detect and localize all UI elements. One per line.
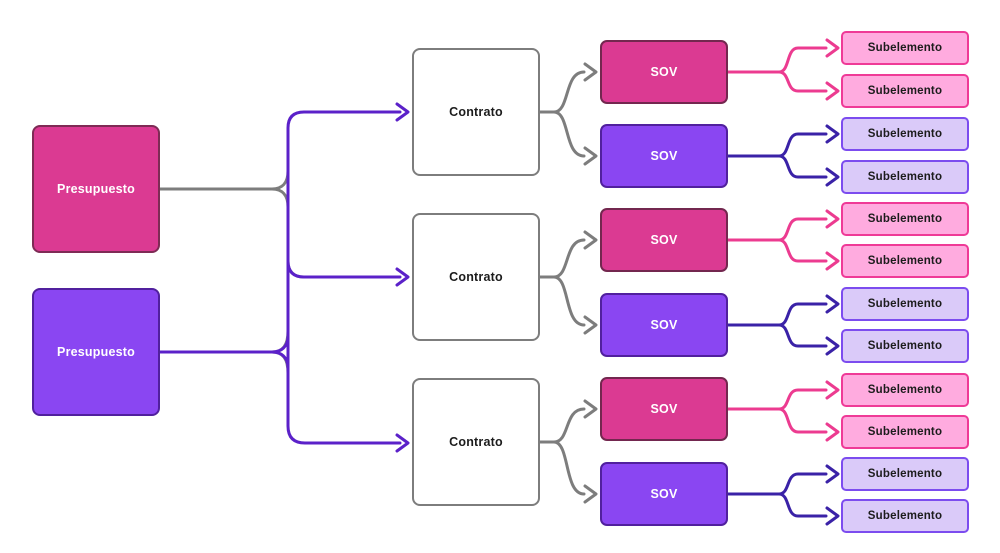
node-sov-1[interactable]: SOV (600, 40, 728, 104)
edges-violet (158, 102, 410, 453)
arrowhead-sub5 (825, 209, 840, 229)
arrowhead-sov6 (583, 484, 598, 504)
edge-contrato1-fork (538, 70, 586, 158)
node-presupuesto-2-label: Presupuesto (57, 345, 135, 359)
arrowhead-sub6 (825, 251, 840, 271)
node-subelemento-1-label: Subelemento (867, 42, 943, 54)
edge-sov6-fork (726, 472, 828, 518)
edge-contrato2-fork (538, 238, 586, 327)
node-subelemento-4[interactable]: Subelemento (841, 160, 969, 194)
node-contrato-2[interactable]: Contrato (412, 213, 540, 341)
node-subelemento-12[interactable]: Subelemento (841, 499, 969, 533)
node-sov-3[interactable]: SOV (600, 208, 728, 272)
arrowhead-sov1 (583, 62, 598, 82)
node-subelemento-11-label: Subelemento (867, 468, 943, 480)
node-subelemento-2[interactable]: Subelemento (841, 74, 969, 108)
node-subelemento-8-label: Subelemento (867, 340, 943, 352)
node-presupuesto-2[interactable]: Presupuesto (32, 288, 160, 416)
arrowhead-sub9 (825, 380, 840, 400)
node-sov-2-label: SOV (650, 149, 678, 163)
node-sov-6[interactable]: SOV (600, 462, 728, 526)
arrowhead-sub11 (825, 464, 840, 484)
node-contrato-1-label: Contrato (449, 105, 503, 119)
edge-sov3-fork (726, 217, 828, 263)
node-contrato-3[interactable]: Contrato (412, 378, 540, 506)
node-contrato-2-label: Contrato (449, 270, 503, 284)
node-subelemento-12-label: Subelemento (867, 510, 943, 522)
arrowhead-contrato3 (395, 433, 410, 453)
node-subelemento-2-label: Subelemento (867, 85, 943, 97)
edge-sov4-fork (726, 302, 828, 348)
edge-bundle-middle-branch (286, 259, 402, 279)
node-subelemento-3[interactable]: Subelemento (841, 117, 969, 151)
arrowhead-sov3 (583, 230, 598, 250)
arrowhead-sub8 (825, 336, 840, 356)
node-subelemento-9-label: Subelemento (867, 384, 943, 396)
arrowhead-sub12 (825, 506, 840, 526)
node-presupuesto-1-label: Presupuesto (57, 182, 135, 196)
edge-sov2-fork (726, 132, 828, 179)
node-sov-2[interactable]: SOV (600, 124, 728, 188)
node-contrato-3-label: Contrato (449, 435, 503, 449)
edge-sov1-fork (726, 46, 828, 93)
node-subelemento-10[interactable]: Subelemento (841, 415, 969, 449)
node-sov-1-label: SOV (650, 65, 678, 79)
node-sov-4[interactable]: SOV (600, 293, 728, 357)
node-subelemento-6-label: Subelemento (867, 255, 943, 267)
node-subelemento-11[interactable]: Subelemento (841, 457, 969, 491)
node-subelemento-4-label: Subelemento (867, 171, 943, 183)
node-subelemento-9[interactable]: Subelemento (841, 373, 969, 407)
arrowhead-contrato2 (395, 267, 410, 287)
node-subelemento-7-label: Subelemento (867, 298, 943, 310)
node-sov-5-label: SOV (650, 402, 678, 416)
edge-sov5-fork (726, 388, 828, 434)
node-presupuesto-1[interactable]: Presupuesto (32, 125, 160, 253)
node-subelemento-5-label: Subelemento (867, 213, 943, 225)
edge-bundle-vertical (286, 110, 402, 445)
edge-merge1-curl-up (270, 169, 290, 191)
arrowhead-sub3 (825, 124, 840, 144)
node-subelemento-8[interactable]: Subelemento (841, 329, 969, 363)
arrowhead-sov5 (583, 399, 598, 419)
node-sov-6-label: SOV (650, 487, 678, 501)
node-subelemento-10-label: Subelemento (867, 426, 943, 438)
arrowhead-sub10 (825, 422, 840, 442)
node-sov-5[interactable]: SOV (600, 377, 728, 441)
edge-merge1-curl-down (270, 187, 290, 209)
node-contrato-1[interactable]: Contrato (412, 48, 540, 176)
arrowhead-sub1 (825, 38, 840, 58)
arrowhead-sub2 (825, 81, 840, 101)
arrowhead-sub4 (825, 167, 840, 187)
arrowhead-sov2 (583, 146, 598, 166)
arrowhead-sov4 (583, 315, 598, 335)
edges-pink (726, 38, 840, 442)
node-subelemento-3-label: Subelemento (867, 128, 943, 140)
node-subelemento-5[interactable]: Subelemento (841, 202, 969, 236)
edge-contrato3-fork (538, 407, 586, 496)
arrowhead-sub7 (825, 294, 840, 314)
node-subelemento-7[interactable]: Subelemento (841, 287, 969, 321)
node-subelemento-1[interactable]: Subelemento (841, 31, 969, 65)
node-sov-4-label: SOV (650, 318, 678, 332)
node-subelemento-6[interactable]: Subelemento (841, 244, 969, 278)
edge-merge2-violet-down (270, 350, 290, 370)
arrowhead-contrato1 (395, 102, 410, 122)
edges-indigo (726, 124, 840, 526)
node-sov-3-label: SOV (650, 233, 678, 247)
edge-merge2-violet-up (270, 334, 290, 354)
